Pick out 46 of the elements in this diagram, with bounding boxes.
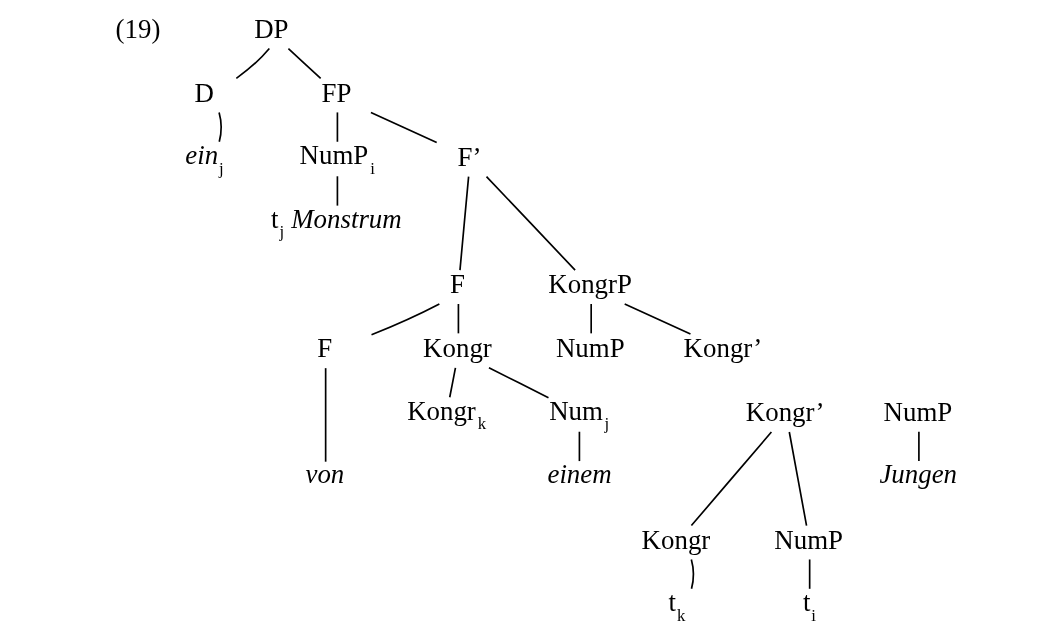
connector <box>459 175 470 271</box>
node-text: D <box>194 77 214 108</box>
connector <box>918 430 920 462</box>
connector <box>370 111 438 144</box>
node-text: einem <box>547 459 612 490</box>
node-text: F’ <box>457 141 482 172</box>
label: (19) <box>115 14 161 44</box>
connector <box>370 303 441 336</box>
node-text: von <box>305 459 345 490</box>
node-text: ein$_{j}$ <box>185 140 224 178</box>
node-text: F <box>317 333 333 364</box>
node-text: t$_{j}$ Monstrum <box>271 203 402 242</box>
connector <box>808 558 811 590</box>
node-text: NumP <box>883 397 953 428</box>
connector <box>324 367 327 463</box>
connector <box>488 367 550 399</box>
node-text: NumP$_{i}$ <box>299 140 375 178</box>
node-text: Kongr’ <box>683 333 763 364</box>
connector <box>623 303 692 335</box>
connector <box>448 367 457 399</box>
node-text: KongrP <box>548 269 632 300</box>
connector <box>218 111 222 143</box>
node-text: Kongr’ <box>745 397 825 428</box>
node-text: Kongr$_{k}$ <box>407 395 487 433</box>
connector <box>590 303 592 335</box>
connector <box>485 175 576 271</box>
node-text: Kongr <box>641 524 711 555</box>
connector <box>788 431 808 527</box>
connector <box>336 175 339 207</box>
connector <box>578 430 581 462</box>
connector <box>690 431 773 527</box>
connector <box>235 47 271 80</box>
node-text: NumP <box>555 333 625 364</box>
node-text: FP <box>321 77 352 108</box>
node-text: t$_{k}$ <box>668 587 686 625</box>
connector <box>287 47 322 80</box>
node-text: Jungen <box>879 459 958 490</box>
node-text: Num$_{j}$ <box>549 395 610 433</box>
connector <box>457 303 460 335</box>
connector <box>690 558 695 590</box>
connector <box>336 111 339 143</box>
node-text: F <box>450 269 465 300</box>
node-text: NumP <box>774 524 844 555</box>
node-text: DP <box>254 14 289 44</box>
node-text: t$_{i}$ <box>802 587 817 625</box>
node-text: Kongr <box>423 333 492 364</box>
